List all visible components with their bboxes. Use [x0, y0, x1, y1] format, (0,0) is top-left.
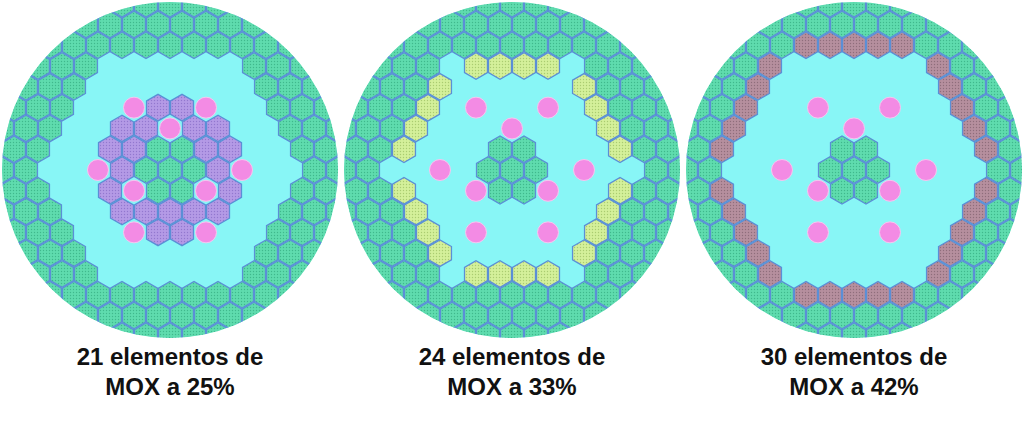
fuel-element — [303, 74, 326, 101]
control-rod — [123, 180, 144, 201]
caption-label: 21 elementos de MOX a 25% — [50, 342, 290, 402]
control-rod — [771, 160, 792, 181]
fuel-element — [669, 115, 692, 142]
fuel-element — [231, 0, 254, 17]
fuel-element — [621, 281, 644, 308]
fuel-element — [999, 219, 1022, 246]
fuel-element — [734, 302, 757, 329]
fuel-element — [734, 11, 757, 38]
control-rod — [123, 97, 144, 118]
fuel-element — [657, 94, 680, 121]
fuel-element — [525, 157, 548, 184]
control-rod — [538, 180, 559, 201]
fuel-element — [645, 240, 668, 267]
fuel-element — [0, 178, 1, 205]
fuel-element — [771, 0, 794, 17]
fuel-element — [975, 53, 998, 80]
fuel-element — [951, 11, 974, 38]
caption-label: 30 elementos de MOX a 42% — [734, 342, 974, 402]
fuel-element — [975, 261, 998, 288]
control-rod — [160, 118, 181, 139]
control-rod — [232, 160, 253, 181]
fuel-element — [963, 32, 986, 59]
fuel-element — [963, 281, 986, 308]
control-rod — [465, 97, 486, 118]
fuel-element — [633, 261, 656, 288]
fuel-element — [147, 94, 170, 121]
fuel-element — [662, 178, 685, 205]
fuel-element — [1023, 178, 1024, 205]
fuel-element — [1011, 115, 1024, 142]
fuel-element — [50, 302, 73, 329]
fuel-element — [573, 0, 596, 17]
fuel-element — [267, 11, 290, 38]
control-rod — [196, 97, 217, 118]
fuel-element — [669, 198, 692, 225]
control-rod — [807, 180, 828, 201]
fuel-element — [219, 136, 242, 163]
fuel-element — [429, 0, 452, 17]
fuel-element — [999, 94, 1022, 121]
fuel-element — [219, 178, 242, 205]
fuel-element — [267, 302, 290, 329]
control-rod — [844, 118, 865, 139]
control-rod — [880, 222, 901, 243]
fuel-element — [633, 53, 656, 80]
fuel-element — [315, 94, 338, 121]
fuel-element — [951, 302, 974, 329]
control-rod — [465, 180, 486, 201]
control-rod — [196, 222, 217, 243]
fuel-element — [183, 198, 206, 225]
control-rod — [196, 180, 217, 201]
control-rod — [880, 180, 901, 201]
fuel-element — [320, 136, 343, 163]
control-rod — [502, 118, 523, 139]
fuel-element — [0, 136, 1, 163]
fuel-element — [645, 74, 668, 101]
control-rod — [916, 160, 937, 181]
control-rod — [807, 97, 828, 118]
control-rod — [538, 97, 559, 118]
fuel-element — [987, 74, 1010, 101]
fuel-element — [327, 115, 350, 142]
fuel-element — [303, 240, 326, 267]
fuel-element — [320, 178, 343, 205]
fuel-element — [609, 302, 632, 329]
fuel-element — [987, 240, 1010, 267]
fuel-element — [291, 261, 314, 288]
fuel-element — [1023, 136, 1024, 163]
fuel-element — [657, 219, 680, 246]
fuel-element — [621, 32, 644, 59]
fuel-element — [111, 198, 134, 225]
fuel-element — [392, 302, 415, 329]
control-rod — [807, 222, 828, 243]
fuel-element — [279, 32, 302, 59]
fuel-element — [915, 0, 938, 17]
control-rod — [429, 160, 450, 181]
fuel-element — [429, 74, 452, 101]
fuel-element — [87, 0, 110, 17]
fuel-element — [867, 157, 890, 184]
fuel-element — [1011, 198, 1024, 225]
fuel-element — [279, 281, 302, 308]
fuel-element — [429, 240, 452, 267]
fuel-element — [662, 136, 685, 163]
caption-label: 24 elementos de MOX a 33% — [392, 342, 632, 402]
fuel-element — [327, 198, 350, 225]
control-rod — [123, 222, 144, 243]
fuel-element — [315, 219, 338, 246]
control-rod — [880, 97, 901, 118]
fuel-element — [392, 11, 415, 38]
fuel-element — [1011, 157, 1024, 184]
control-rod — [465, 222, 486, 243]
fuel-element — [609, 11, 632, 38]
control-rod — [87, 160, 108, 181]
fuel-element — [291, 53, 314, 80]
control-rod — [574, 160, 595, 181]
fuel-element — [50, 11, 73, 38]
control-rod — [538, 222, 559, 243]
